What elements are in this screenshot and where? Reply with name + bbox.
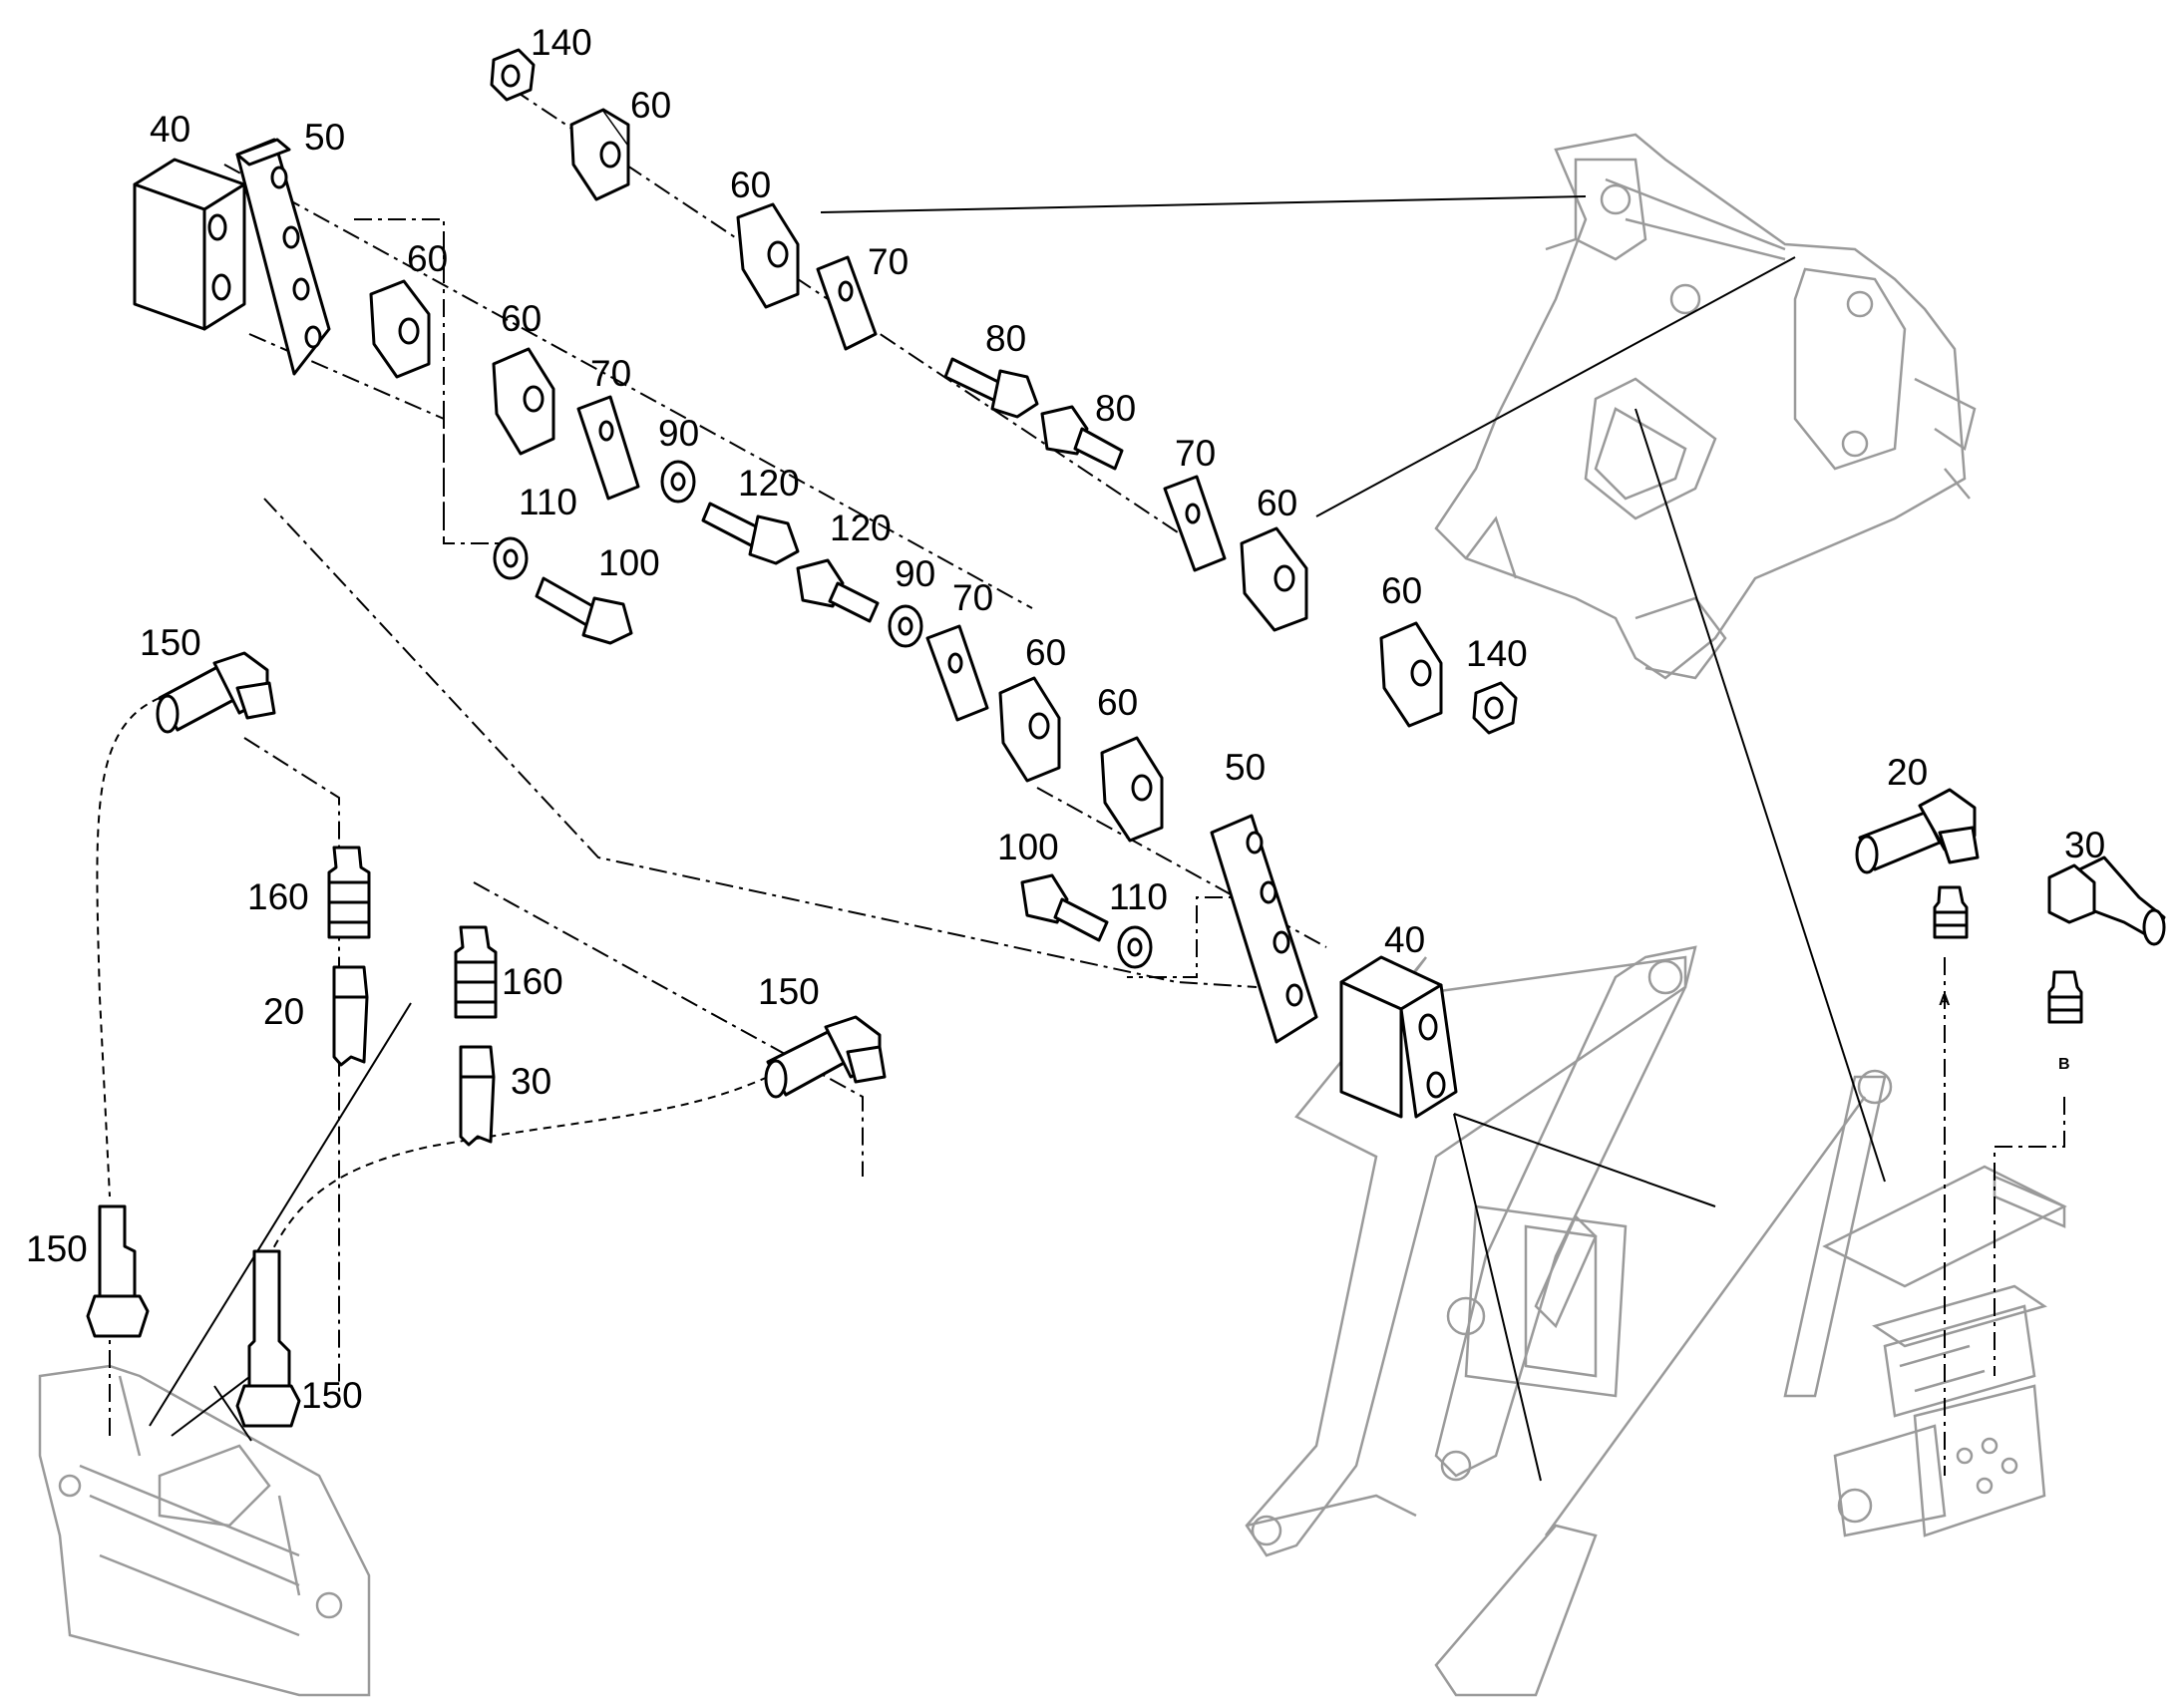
callout-140: 140	[1466, 633, 1528, 674]
callout-110: 110	[519, 482, 577, 522]
callout-140: 140	[531, 22, 592, 63]
bolt-120-b	[796, 558, 880, 623]
coupling-right-b	[2047, 970, 2083, 1024]
callout-60: 60	[1097, 682, 1138, 723]
callout-120: 120	[830, 508, 892, 548]
spacer-block-40-right	[1339, 955, 1458, 1119]
clamp-plate-70-a	[816, 255, 878, 351]
clamp-60-a	[569, 108, 630, 201]
washer-110-a	[493, 536, 529, 580]
callout-20: 20	[263, 991, 304, 1032]
callout-60: 60	[407, 238, 448, 279]
callout-50: 50	[1225, 747, 1266, 788]
callout-100: 100	[598, 542, 660, 583]
callout-70: 70	[952, 577, 993, 618]
clamp-60-e	[1240, 526, 1308, 632]
callout-100: 100	[997, 827, 1059, 867]
bolt-80-a	[943, 357, 1039, 419]
clamp-60-c	[369, 279, 431, 379]
clamp-plate-70-b	[576, 395, 640, 501]
callout-60: 60	[730, 165, 771, 205]
clamp-plate-70-d	[925, 624, 989, 722]
callout-40: 40	[150, 109, 190, 150]
callout-80: 80	[985, 318, 1026, 359]
callout-90: 90	[895, 553, 935, 594]
callout-60: 60	[1025, 632, 1066, 673]
nut-140-top	[490, 48, 536, 102]
callout-150: 150	[758, 971, 820, 1012]
callout-20: 20	[1887, 752, 1928, 793]
callout-160: 160	[247, 876, 309, 917]
bolt-100-a	[535, 576, 633, 645]
fitting-150-lower-right	[235, 1249, 301, 1428]
clamp-plate-70-c	[1163, 475, 1227, 572]
port-b-label: B	[2058, 1056, 2070, 1073]
washer-90-a	[660, 460, 696, 504]
bolt-80-b	[1040, 405, 1124, 471]
callout-60: 60	[630, 85, 671, 126]
clamp-60-d	[492, 347, 555, 456]
nut-140-bottom	[1472, 681, 1518, 735]
fitting-150-lower-left	[86, 1204, 150, 1338]
clamp-60-b	[736, 202, 800, 309]
washer-90-b	[888, 604, 923, 648]
coupling-160-left	[327, 846, 371, 939]
callout-150: 150	[26, 1228, 88, 1269]
callout-150: 150	[140, 622, 201, 663]
callout-110: 110	[1109, 876, 1168, 917]
clamp-60-g	[998, 676, 1061, 783]
valve-block	[1822, 1165, 2067, 1537]
adapter-30-mid	[459, 1045, 496, 1147]
callout-70: 70	[868, 241, 908, 282]
loader-arms	[1245, 945, 1893, 1697]
callout-30: 30	[2064, 825, 2105, 865]
washer-110-b	[1117, 925, 1153, 969]
elbow-30-right	[2047, 855, 2166, 946]
port-a-label: A	[1939, 992, 1951, 1009]
callouts: 140 60 40 50 60 60 70 60 70 80 80 90 120…	[26, 22, 2105, 1416]
coupling-160-mid	[454, 925, 498, 1019]
callout-80: 80	[1095, 388, 1136, 429]
coupling-right-a	[1933, 885, 1969, 939]
bolt-100-b	[1020, 873, 1109, 942]
clamp-60-h	[1100, 736, 1164, 843]
adapter-20-left	[332, 965, 369, 1067]
plate-50-right	[1210, 814, 1318, 1044]
elbow-150-mid	[764, 1015, 887, 1099]
clamp-60-f	[1379, 621, 1443, 728]
callout-60: 60	[501, 298, 542, 339]
quick-coupler	[38, 1364, 371, 1697]
spacer-block-40-left	[133, 158, 246, 331]
callout-60: 60	[1257, 483, 1297, 523]
callout-30: 30	[511, 1061, 551, 1102]
elbow-150-top-left	[156, 651, 276, 734]
callout-120: 120	[738, 463, 800, 504]
hoses	[96, 697, 769, 1257]
callout-60: 60	[1381, 570, 1422, 611]
callout-40: 40	[1384, 919, 1425, 960]
bolt-120-a	[701, 502, 800, 565]
machine-frame	[1434, 133, 1977, 680]
callout-50: 50	[304, 117, 345, 158]
elbow-20-right	[1855, 788, 1980, 874]
callout-70: 70	[590, 353, 631, 394]
callout-70: 70	[1175, 433, 1216, 474]
callout-160: 160	[502, 961, 563, 1002]
plate-50-left	[235, 138, 331, 376]
callout-90: 90	[658, 413, 699, 454]
callout-150: 150	[301, 1375, 363, 1416]
leader-lines	[149, 195, 1886, 1482]
